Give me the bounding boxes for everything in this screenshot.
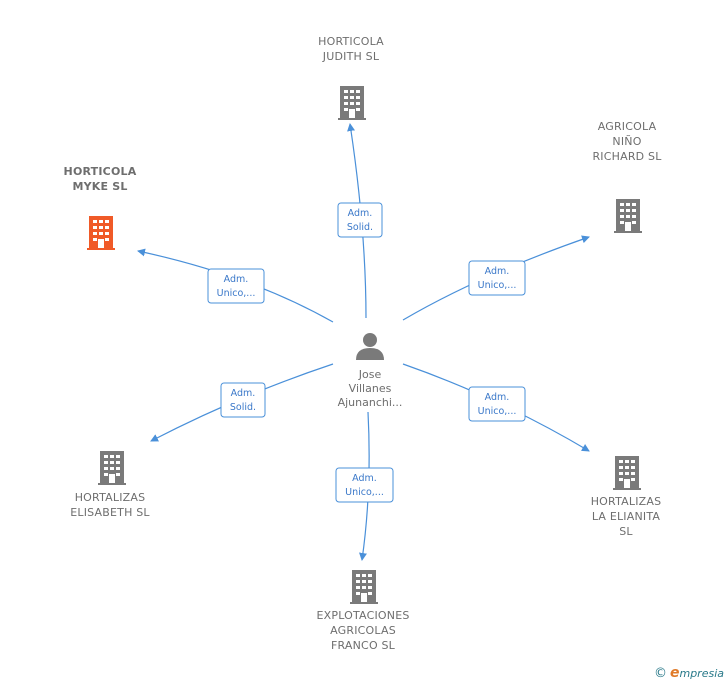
company-nodes: HORTICOLA JUDITH SL AGRICOLA NIÑO RICHARD SL… [64,35,662,652]
relation-text-line-1: Adm. [352,473,377,484]
relation-box [220,382,266,418]
building-icon [98,451,126,485]
relation-text-line-2: Unico,... [217,288,256,299]
building-icon [614,199,642,233]
copyright-symbol: © [653,665,667,681]
relationship-edges: Adm.Solid.Adm.Unico,...Adm.Unico,...Adm.… [137,123,590,561]
relation-text-line-2: Solid. [230,402,256,413]
relation-box [468,260,526,296]
relation-text-line-2: Unico,... [478,280,517,291]
company-label-line-2: NIÑO [612,135,641,148]
company-node-horticola-myke[interactable]: HORTICOLA MYKE SL [64,165,137,250]
building-icon [350,570,378,604]
relation-text-line-2: Unico,... [345,487,384,498]
building-icon [87,216,115,250]
person-icon [356,333,384,360]
relation-box [335,467,394,503]
company-label-line-2: ELISABETH SL [70,506,150,519]
relation-label-agricola-nino-richard[interactable]: Adm. Unico,... [468,260,526,296]
relation-label-hortalizas-la-elianita[interactable]: Adm. Unico,... [468,386,526,422]
company-label-line-2: AGRICOLAS [330,624,396,637]
relation-text-line-1: Adm. [485,392,510,403]
company-label-line-2: MYKE SL [72,180,127,193]
company-label-line-1: HORTALIZAS [591,495,662,508]
relation-box [468,386,526,422]
relation-label-explotaciones-agricolas-franco[interactable]: Adm. Unico,... [335,467,394,503]
relation-text-line-1: Adm. [231,388,256,399]
company-node-horticola-judith[interactable]: HORTICOLA JUDITH SL [318,35,384,120]
company-label-line-2: LA ELIANITA [592,510,661,523]
relation-text-line-1: Adm. [348,208,373,219]
company-node-hortalizas-la-elianita[interactable]: HORTALIZAS LA ELIANITA SL [591,456,662,538]
relation-label-horticola-myke[interactable]: Adm. Unico,... [207,268,265,304]
company-label-line-1: HORTICOLA [318,35,384,48]
brand-logo: empresia [669,665,724,681]
company-label-line-1: AGRICOLA [598,120,657,133]
company-label-line-1: EXPLOTACIONES [316,609,409,622]
building-icon [338,86,366,120]
company-node-agricola-nino-richard[interactable]: AGRICOLA NIÑO RICHARD SL [592,120,662,233]
empresia-watermark: © empresia [654,665,724,681]
center-name-line-1: Jose [358,368,382,381]
relation-text-line-2: Solid. [347,222,373,233]
company-label-line-3: RICHARD SL [592,150,662,163]
relation-box [207,268,265,304]
relation-label-horticola-judith[interactable]: Adm. Solid. [337,202,383,238]
company-node-hortalizas-elisabeth[interactable]: HORTALIZAS ELISABETH SL [70,451,150,519]
company-label-line-1: HORTICOLA [64,165,137,178]
relation-text-line-1: Adm. [224,274,249,285]
center-name-line-2: Villanes [349,382,392,395]
relation-label-hortalizas-elisabeth[interactable]: Adm. Solid. [220,382,266,418]
relation-box [337,202,383,238]
center-name-line-3: Ajunanchi... [338,396,403,409]
relation-text-line-1: Adm. [485,266,510,277]
company-label-line-3: FRANCO SL [331,639,396,652]
company-label-line-3: SL [619,525,633,538]
relation-text-line-2: Unico,... [478,406,517,417]
building-icon [613,456,641,490]
company-label-line-1: HORTALIZAS [75,491,146,504]
company-label-line-2: JUDITH SL [322,50,380,63]
company-node-explotaciones-agricolas-franco[interactable]: EXPLOTACIONES AGRICOLAS FRANCO SL [316,570,409,652]
center-person-node[interactable]: Jose Villanes Ajunanchi... [338,333,403,409]
